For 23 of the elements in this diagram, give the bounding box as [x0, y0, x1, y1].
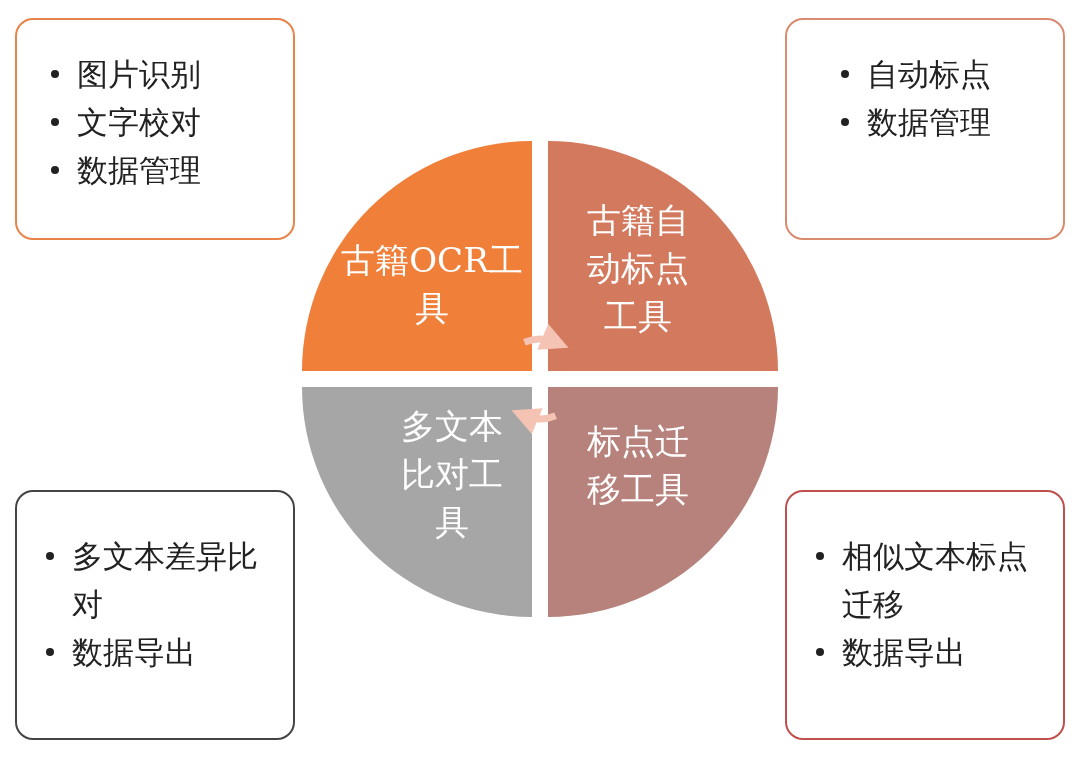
list-item: 文字校对	[77, 103, 202, 142]
quarter-circle-segment	[548, 141, 778, 371]
list-item: 数据导出	[72, 633, 197, 672]
list-item: 图片识别	[77, 55, 202, 94]
text-box	[785, 18, 1065, 240]
list-item: 数据导出	[842, 633, 967, 672]
quarter-circle-segment	[548, 387, 778, 617]
quarter-circle-segment	[302, 387, 532, 617]
quarter-circle-segment	[302, 141, 532, 371]
text-box	[15, 490, 295, 740]
list-item: 多文本差异比对	[72, 537, 259, 624]
list-item: 数据管理	[77, 151, 202, 190]
segment-title: 标点迁移工具	[586, 420, 690, 511]
text-box	[15, 18, 295, 240]
text-box	[785, 490, 1065, 740]
curved-arrow	[511, 407, 557, 434]
segment-title: 多文本比对工具	[400, 405, 504, 544]
segment-title: 古籍OCR工具	[340, 239, 524, 330]
segment-title: 古籍自动标点工具	[586, 199, 690, 338]
curved-arrow	[523, 324, 569, 351]
list-item: 数据管理	[867, 103, 992, 142]
list-item: 相似文本标点迁移	[842, 537, 1029, 624]
list-item: 自动标点	[867, 55, 992, 94]
